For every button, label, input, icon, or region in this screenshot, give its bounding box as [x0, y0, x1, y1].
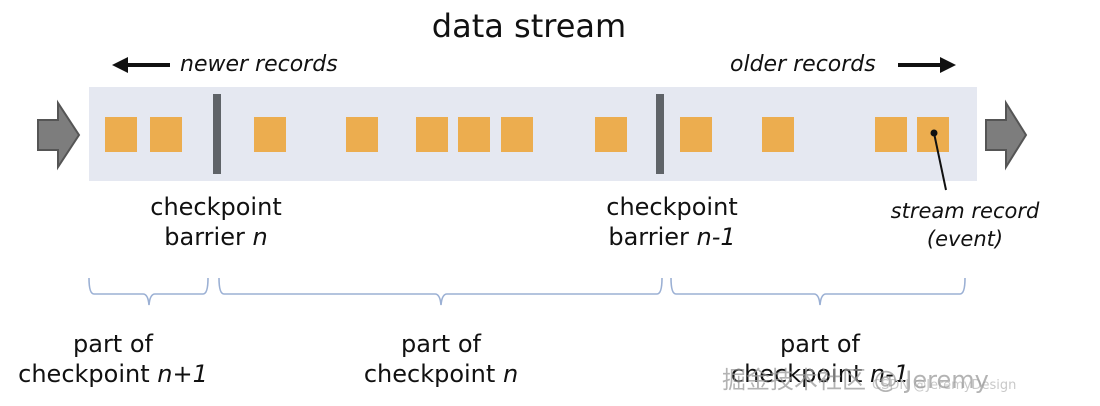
segment-label-n: part of checkpoint n [331, 329, 551, 389]
barrier-line-n-minus-1 [656, 94, 664, 174]
input-arrow-icon [37, 99, 81, 171]
barrier-label-line1: checkpoint [150, 193, 282, 221]
stream-record-line2: (event) [926, 227, 1004, 251]
record-event [875, 117, 907, 152]
older-records-label: older records [730, 52, 876, 77]
brace-checkpoint-n-minus-1 [670, 277, 966, 306]
record-event [762, 117, 794, 152]
segment-label-line1: part of [73, 330, 153, 358]
barrier-label-n-minus-1: checkpoint barrier n-1 [587, 192, 757, 252]
older-arrow-icon [898, 57, 956, 73]
barrier-label-text: barrier [608, 223, 697, 251]
record-event [254, 117, 286, 152]
segment-label-line1: part of [401, 330, 481, 358]
brace-checkpoint-n [218, 277, 663, 306]
barrier-label-line1: checkpoint [606, 193, 738, 221]
csdn-watermark: CSDN @JeremyDesign [872, 378, 1017, 393]
diagram-title: data stream [431, 7, 627, 45]
segment-label-var: n+1 [157, 360, 208, 388]
segment-label-var: n [502, 360, 519, 388]
barrier-line-n [213, 94, 221, 174]
segment-label-text: checkpoint [730, 360, 870, 388]
record-pointer-line [933, 132, 947, 191]
segment-label-text: checkpoint [18, 360, 158, 388]
barrier-label-n: checkpoint barrier n [131, 192, 301, 252]
record-event [105, 117, 137, 152]
segment-label-n-plus-1: part of checkpoint n+1 [0, 329, 226, 389]
barrier-label-var: n [252, 223, 268, 251]
output-arrow-icon [985, 99, 1028, 171]
record-event [346, 117, 378, 152]
record-event [680, 117, 712, 152]
newer-arrow-icon [112, 57, 170, 73]
record-event [501, 117, 533, 152]
barrier-label-text: barrier [164, 223, 253, 251]
record-event [416, 117, 448, 152]
juejin-watermark: 掘金技术社区 @ Jeremy [722, 366, 989, 394]
record-event [595, 117, 627, 152]
stream-record-label: stream record (event) [870, 197, 1060, 253]
segment-label-line1: part of [780, 330, 860, 358]
barrier-label-var: n-1 [696, 223, 736, 251]
record-event [150, 117, 182, 152]
record-event [458, 117, 490, 152]
stream-record-line1: stream record [890, 199, 1040, 223]
segment-label-var: n-1 [869, 360, 910, 388]
segment-label-text: checkpoint [363, 360, 503, 388]
segment-label-n-minus-1: part of checkpoint n-1 [700, 329, 940, 389]
newer-records-label: newer records [180, 52, 338, 77]
brace-checkpoint-n-plus-1 [88, 277, 209, 306]
